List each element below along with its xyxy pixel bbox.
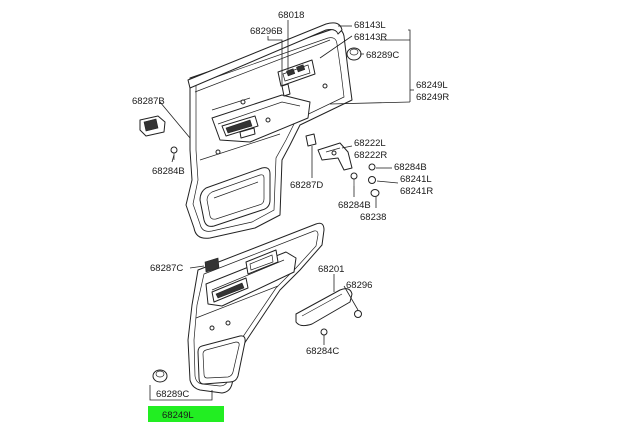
- label-68249l-bottom[interactable]: 68249L: [162, 410, 194, 421]
- label-68222r[interactable]: 68222R: [354, 150, 387, 161]
- upper-door-trim-panel: [185, 22, 353, 239]
- label-68222l[interactable]: 68222L: [354, 138, 386, 149]
- label-68249r-top[interactable]: 68249R: [416, 92, 449, 103]
- label-68287b[interactable]: 68287B: [132, 96, 165, 107]
- screw-68284b-right-part: [368, 163, 376, 171]
- highlight-box: [148, 406, 224, 422]
- cap-68238-part: [370, 189, 380, 197]
- leader-lines: [149, 20, 414, 401]
- label-68143r[interactable]: 68143R: [354, 32, 387, 43]
- label-68284b-mid[interactable]: 68284B: [338, 200, 371, 211]
- label-68296[interactable]: 68296: [346, 280, 372, 291]
- armrest-bracket-part: [317, 142, 353, 171]
- label-68018[interactable]: 68018: [278, 10, 304, 21]
- label-68249l-top[interactable]: 68249L: [416, 80, 448, 91]
- plug-68289c-bottom-part: [152, 369, 168, 383]
- label-68289c-bottom[interactable]: 68289C: [156, 389, 189, 400]
- screw-68284c-part: [320, 328, 328, 336]
- plug-68289c-top-part: [346, 47, 362, 61]
- label-68284c[interactable]: 68284C: [306, 346, 339, 357]
- pull-handle-68201-part: [295, 288, 353, 327]
- label-68238[interactable]: 68238: [360, 212, 386, 223]
- label-68143l[interactable]: 68143L: [354, 20, 386, 31]
- label-68296b[interactable]: 68296B: [250, 26, 283, 37]
- lower-door-trim-panel: [187, 222, 325, 394]
- screw-68296-part: [354, 310, 362, 318]
- label-68287d[interactable]: 68287D: [290, 180, 323, 191]
- label-68201[interactable]: 68201: [318, 264, 344, 275]
- label-68284b-right[interactable]: 68284B: [394, 162, 427, 173]
- clip-68287d-part: [305, 133, 317, 147]
- clip-68287b-part: [139, 115, 166, 137]
- part-labels: 68018 68296B 68143L 68143R 68289C 68249L…: [132, 10, 449, 421]
- label-68289c-top[interactable]: 68289C: [366, 50, 399, 61]
- screw-68284b-left-part: [170, 146, 178, 160]
- clip-68296b-part: [281, 83, 291, 97]
- screw-68284b-mid-part: [350, 172, 358, 186]
- cap-68241-part: [368, 176, 376, 184]
- label-68241r[interactable]: 68241R: [400, 186, 433, 197]
- label-68241l[interactable]: 68241L: [400, 174, 432, 185]
- label-68287c[interactable]: 68287C: [150, 263, 183, 274]
- clip-68287c-part: [204, 257, 220, 273]
- label-68284b-left[interactable]: 68284B: [152, 166, 185, 177]
